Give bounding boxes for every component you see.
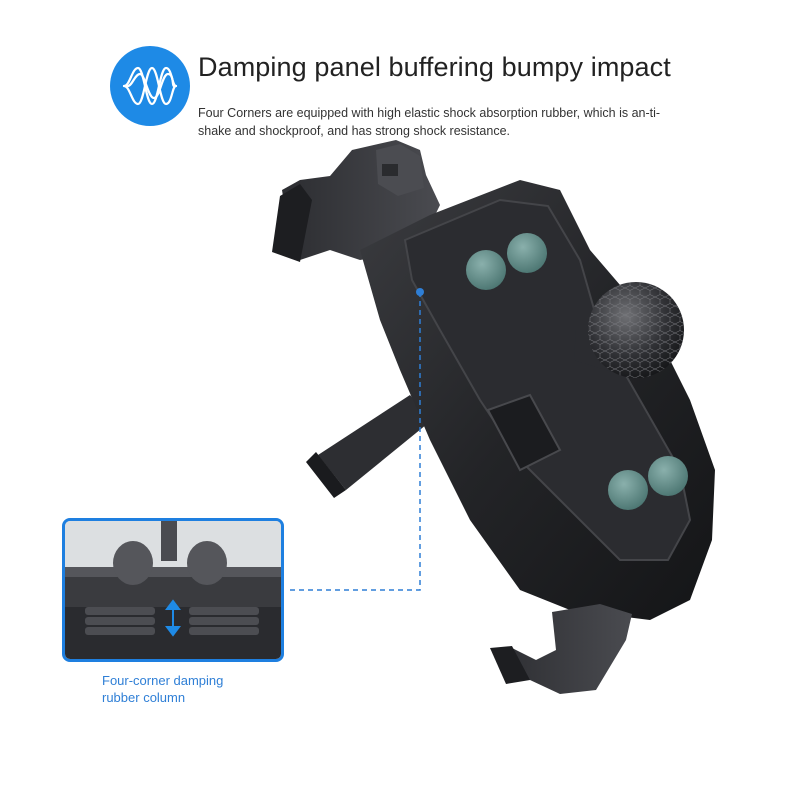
damping-rubber-pads: [466, 233, 688, 510]
headline: Damping panel buffering bumpy impact: [198, 52, 671, 82]
inset-caption-line-1: Four-corner damping: [102, 673, 224, 688]
inset-caption: Four-corner damping rubber column: [102, 672, 223, 706]
rubber-column-closeup: [65, 521, 281, 659]
wave-icon: [122, 66, 178, 106]
description: Four Corners are equipped with high elas…: [198, 106, 661, 138]
wave-icon-badge: [110, 46, 190, 126]
up-down-arrow-icon: [165, 599, 181, 637]
rubber-column-detail-inset: [62, 518, 284, 662]
bottom-clamp-arm: [490, 604, 632, 694]
inset-caption-line-2: rubber column: [102, 690, 186, 705]
ball-mount: [574, 282, 684, 378]
holder-body: [360, 180, 715, 620]
callout-leader-line: [286, 292, 421, 591]
